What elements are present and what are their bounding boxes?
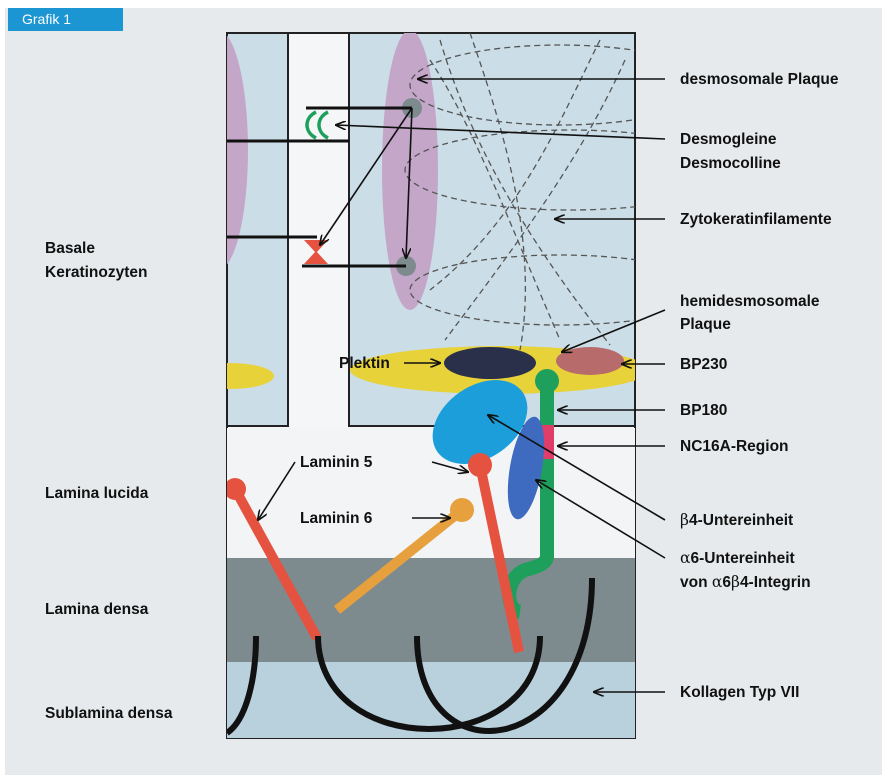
- integrin-suffix: 4-Integrin: [740, 574, 811, 591]
- beta-glyph: β: [680, 511, 689, 529]
- label-integrin: von α6β4-Integrin: [680, 573, 811, 591]
- label-lamina-densa: Lamina densa: [45, 601, 149, 618]
- yellow-plaque-left: [186, 363, 274, 389]
- label-laminin5: Laminin 5: [300, 454, 373, 471]
- alpha-glyph: α: [680, 549, 691, 567]
- label-plaque: Plaque: [680, 316, 731, 333]
- integrin-prefix: von: [680, 574, 712, 591]
- label-alpha6: α6-Untereinheit: [680, 549, 795, 567]
- label-plektin: Plektin: [339, 355, 390, 372]
- laminin5-head: [468, 453, 492, 477]
- alpha6-text: 6-Untereinheit: [690, 550, 794, 567]
- label-desmocolline: Desmocolline: [680, 155, 781, 172]
- desmosomal-plaque-left: [188, 30, 248, 270]
- laminin6-head: [450, 498, 474, 522]
- label-kollagen: Kollagen Typ VII: [680, 684, 799, 701]
- plectin-protein: [444, 347, 536, 379]
- label-basale: Basale: [45, 240, 95, 257]
- label-keratinozyten: Keratinozyten: [45, 264, 148, 281]
- bp180-head: [535, 369, 559, 393]
- label-zytokeratin: Zytokeratinfilamente: [680, 211, 832, 228]
- label-bp180: BP180: [680, 402, 727, 419]
- bp230-protein: [556, 347, 624, 375]
- integrin-beta: β: [731, 573, 740, 591]
- label-desmogleine: Desmogleine: [680, 131, 777, 148]
- label-laminin6: Laminin 6: [300, 510, 373, 527]
- label-hemidesmosomal: hemidesmosomale: [680, 293, 820, 310]
- laminin-left-head: [224, 478, 246, 500]
- label-bp230: BP230: [680, 356, 727, 373]
- integrin-alpha: α: [712, 573, 723, 591]
- lamina-densa-band: [227, 558, 635, 662]
- beta4-text: 4-Untereinheit: [689, 512, 793, 529]
- label-beta4: β4-Untereinheit: [680, 511, 793, 529]
- label-sublamina-densa: Sublamina densa: [45, 705, 173, 722]
- label-nc16a: NC16A-Region: [680, 438, 789, 455]
- label-desmosomal-plaque: desmosomale Plaque: [680, 71, 839, 88]
- label-lamina-lucida: Lamina lucida: [45, 485, 149, 502]
